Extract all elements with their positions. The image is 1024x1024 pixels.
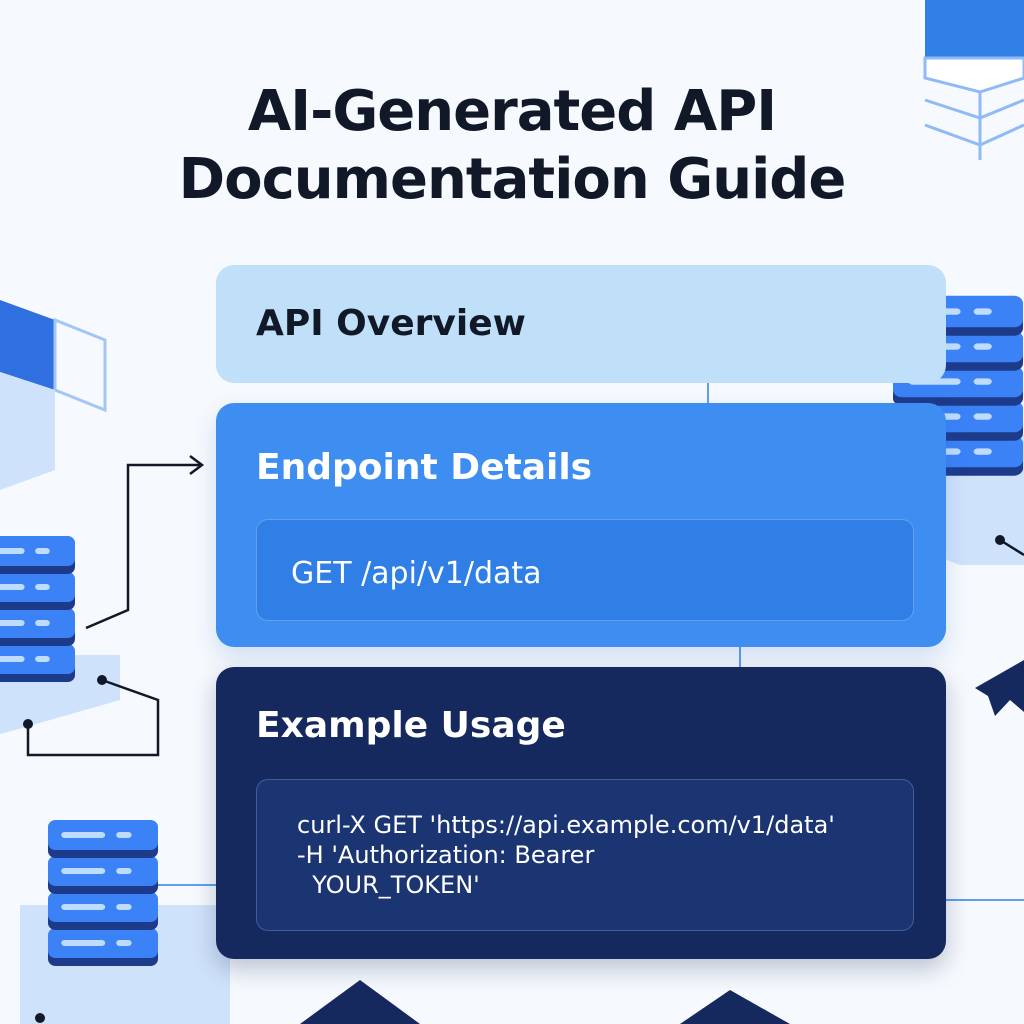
code-line-2: -H 'Authorization: Bearer [297,841,595,869]
server-stack-icon [20,820,230,1024]
code-line-3: YOUR_TOKEN' [297,871,480,899]
endpoint-details-card: Endpoint Details GET /api/v1/data [216,403,946,647]
connector-dot-icon [995,535,1024,557]
api-overview-heading: API Overview [256,303,526,344]
code-snippet: curl-X GET 'https://api.example.com/v1/d… [297,810,835,900]
endpoint-request-box: GET /api/v1/data [256,519,914,621]
api-overview-card: API Overview [216,265,946,383]
server-stack-icon [0,536,120,735]
connector-dot-icon [23,675,160,757]
title-line-2: Documentation Guide [178,147,847,212]
arrowhead-icon [300,980,420,1024]
code-line-1: curl-X GET 'https://api.example.com/v1/d… [297,811,835,839]
connector-dot-icon [35,1013,45,1023]
page-title: AI-Generated API Documentation Guide [0,78,1024,214]
arrow-right-icon [85,455,205,630]
title-line-1: AI-Generated API [247,79,777,144]
arrowhead-icon [975,660,1024,716]
endpoint-details-heading: Endpoint Details [256,447,593,488]
code-snippet-box: curl-X GET 'https://api.example.com/v1/d… [256,779,914,931]
example-usage-card: Example Usage curl-X GET 'https://api.ex… [216,667,946,959]
cube-icon [923,0,1024,160]
example-usage-heading: Example Usage [256,705,566,746]
cube-icon [0,300,107,490]
arrowhead-icon [680,990,790,1024]
endpoint-request-text: GET /api/v1/data [291,556,542,591]
